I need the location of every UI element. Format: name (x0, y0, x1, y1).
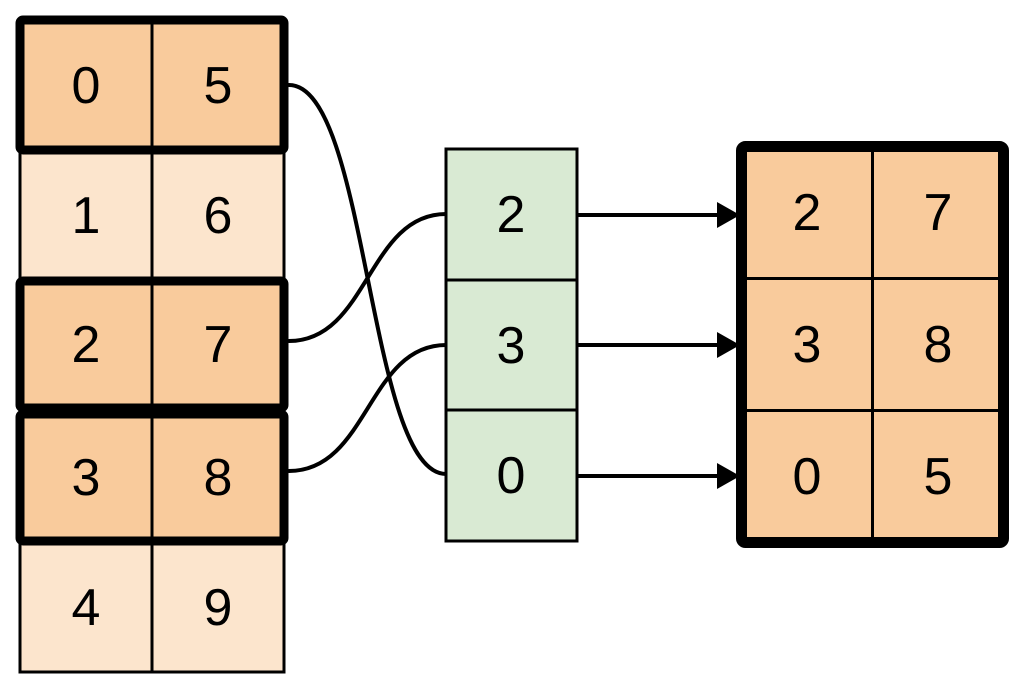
curve-source-row2-to-index-2 (287, 212, 448, 343)
source-row-3: 3 8 (15, 409, 289, 546)
source-value-r3c0: 3 (72, 449, 101, 507)
index-cell-2 (444, 408, 579, 543)
output-value-r0c1: 7 (924, 184, 953, 242)
source-value-r3c1: 8 (204, 449, 233, 507)
source-value-r1c1: 6 (204, 187, 233, 245)
source-row-1: 1 6 (18, 148, 286, 283)
source-value-r2c1: 7 (204, 316, 233, 374)
source-row-0-highlight-border (15, 15, 289, 155)
output-cell-r0c1 (871, 145, 1005, 280)
source-cell-r3c0 (18, 412, 154, 543)
source-value-r2c0: 2 (72, 316, 101, 374)
output-cell-r1c0 (740, 277, 874, 412)
output-table-border (736, 141, 1009, 548)
source-cell-r0c1 (150, 18, 286, 152)
source-cell-r4c1 (150, 540, 286, 674)
source-table: 1 6 4 9 0 5 2 7 (15, 15, 289, 674)
index-value-0: 2 (497, 186, 526, 244)
curve-connectors (287, 83, 448, 476)
source-row-3-highlight-border (15, 409, 289, 546)
source-value-r4c1: 9 (204, 579, 233, 637)
source-row-2-highlight-border (15, 276, 289, 413)
output-cell-r2c1 (871, 409, 1005, 544)
source-cell-r4c0 (18, 540, 154, 674)
output-value-r1c1: 8 (924, 316, 953, 374)
source-cell-r0c0 (18, 18, 154, 152)
index-value-1: 3 (497, 317, 526, 375)
source-value-r0c1: 5 (204, 57, 233, 115)
arrow-head-icon (717, 463, 740, 489)
output-value-r1c0: 3 (793, 316, 822, 374)
index-cell-1 (444, 278, 579, 412)
output-value-r2c0: 0 (793, 448, 822, 506)
source-value-r1c0: 1 (72, 187, 101, 245)
output-value-r2c1: 5 (924, 448, 953, 506)
source-value-r4c0: 4 (72, 579, 101, 637)
source-cell-r2c1 (150, 279, 286, 410)
curve-source-row3-to-index-3 (287, 343, 448, 473)
output-cell-r1c1 (871, 277, 1005, 412)
source-row-4: 4 9 (18, 540, 286, 674)
output-table: 2 7 3 8 0 5 (736, 141, 1009, 548)
output-value-r0c0: 2 (793, 184, 822, 242)
arrow-connectors (577, 202, 740, 489)
source-value-r0c0: 0 (72, 57, 101, 115)
index-cell-0 (444, 147, 579, 282)
arrow-head-icon (717, 202, 740, 228)
index-value-2: 0 (497, 447, 526, 505)
source-row-2: 2 7 (15, 276, 289, 413)
arrow-head-icon (717, 332, 740, 358)
source-cell-r1c1 (150, 148, 286, 283)
source-row-0: 0 5 (15, 15, 289, 155)
index-column: 2 3 0 (444, 147, 579, 543)
